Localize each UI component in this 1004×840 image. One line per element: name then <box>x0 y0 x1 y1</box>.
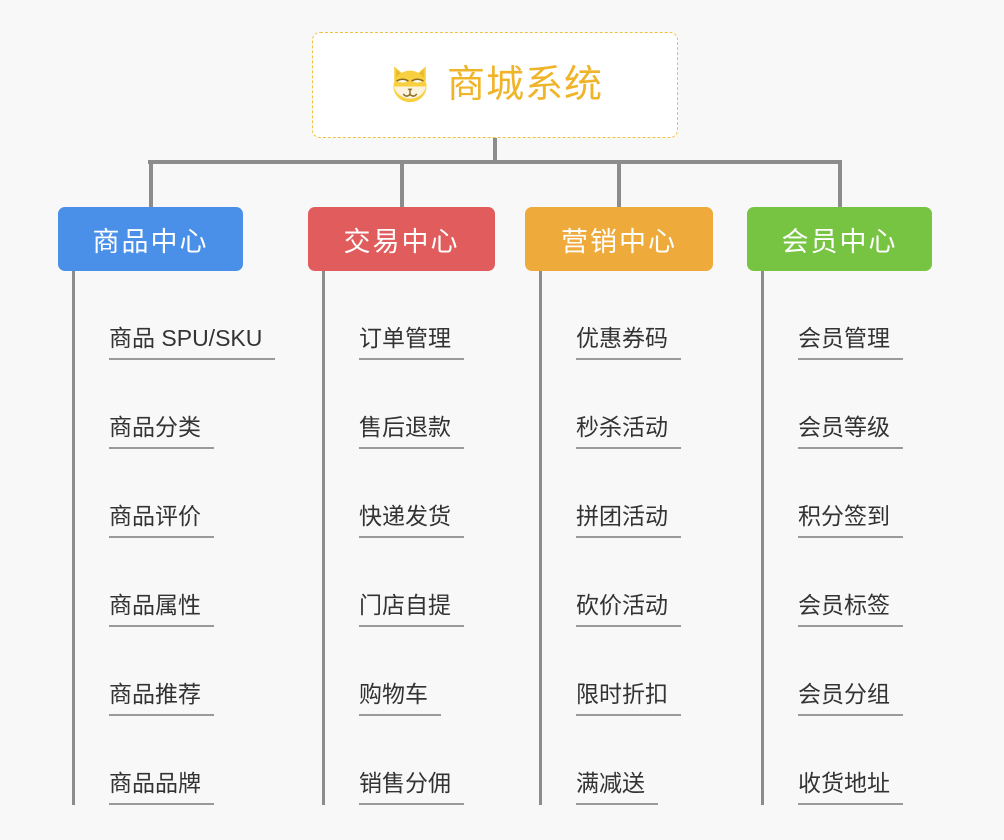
category-label: 商品中心 <box>92 226 209 257</box>
root-title: 商城系统 <box>446 64 603 106</box>
leaf-item-label: 商品推荐 <box>109 681 214 716</box>
leaf-item[interactable]: 拼团活动 <box>539 449 681 538</box>
leaf-spine <box>761 271 764 805</box>
leaf-item[interactable]: 售后退款 <box>322 360 464 449</box>
category-label: 会员中心 <box>781 226 898 257</box>
leaf-item[interactable]: 商品分类 <box>72 360 275 449</box>
leaf-item[interactable]: 门店自提 <box>322 538 464 627</box>
shiba-dog-icon <box>393 66 427 103</box>
leaf-item-label: 优惠券码 <box>576 325 681 360</box>
leaf-column-3: 优惠券码秒杀活动拼团活动砍价活动限时折扣满减送 <box>539 271 681 805</box>
leaf-item-label: 订单管理 <box>359 325 464 360</box>
leaf-item[interactable]: 满减送 <box>539 716 681 805</box>
category-label: 交易中心 <box>343 226 460 257</box>
leaf-item[interactable]: 会员标签 <box>761 538 903 627</box>
connector-drop-2 <box>399 160 404 207</box>
root-node[interactable]: 商城系统 <box>312 32 678 138</box>
leaf-spine <box>539 271 542 805</box>
leaf-item-label: 秒杀活动 <box>576 414 681 449</box>
leaf-item[interactable]: 销售分佣 <box>322 716 464 805</box>
leaf-item-label: 限时折扣 <box>576 681 681 716</box>
leaf-item-label: 购物车 <box>359 681 441 716</box>
leaf-column-2: 订单管理售后退款快递发货门店自提购物车销售分佣 <box>322 271 464 805</box>
leaf-item-label: 商品 SPU/SKU <box>109 325 276 360</box>
leaf-item-label: 门店自提 <box>359 592 464 627</box>
leaf-item[interactable]: 优惠券码 <box>539 271 681 360</box>
leaf-item-label: 砍价活动 <box>576 592 681 627</box>
leaf-item-label: 满减送 <box>576 770 658 805</box>
leaf-item[interactable]: 商品品牌 <box>72 716 275 805</box>
category-box-3[interactable]: 营销中心 <box>525 207 713 271</box>
leaf-item-label: 商品评价 <box>109 503 214 538</box>
leaf-item-label: 会员等级 <box>798 414 903 449</box>
leaf-item[interactable]: 商品推荐 <box>72 627 275 716</box>
connector-drop-4 <box>837 160 842 207</box>
leaf-item[interactable]: 快递发货 <box>322 449 464 538</box>
leaf-item-label: 会员标签 <box>798 592 903 627</box>
category-box-2[interactable]: 交易中心 <box>308 207 495 271</box>
leaf-item[interactable]: 限时折扣 <box>539 627 681 716</box>
leaf-item-label: 售后退款 <box>359 414 464 449</box>
leaf-column-4: 会员管理会员等级积分签到会员标签会员分组收货地址 <box>761 271 903 805</box>
leaf-item[interactable]: 会员等级 <box>761 360 903 449</box>
leaf-item-label: 商品属性 <box>109 592 214 627</box>
leaf-item-label: 商品分类 <box>109 414 214 449</box>
leaf-item-label: 会员管理 <box>798 325 903 360</box>
leaf-item[interactable]: 会员管理 <box>761 271 903 360</box>
category-box-1[interactable]: 商品中心 <box>58 207 243 271</box>
connector-root-stem <box>493 138 497 164</box>
leaf-item[interactable]: 收货地址 <box>761 716 903 805</box>
leaf-item-label: 拼团活动 <box>576 503 681 538</box>
leaf-item-label: 快递发货 <box>359 503 464 538</box>
leaf-item-label: 积分签到 <box>798 503 903 538</box>
leaf-item[interactable]: 商品 SPU/SKU <box>72 271 276 360</box>
leaf-item[interactable]: 会员分组 <box>761 627 903 716</box>
leaf-item[interactable]: 秒杀活动 <box>539 360 681 449</box>
leaf-item-label: 收货地址 <box>798 770 903 805</box>
category-label: 营销中心 <box>561 226 677 257</box>
connector-horizontal-bus <box>148 160 841 164</box>
leaf-column-1: 商品 SPU/SKU 商品分类商品评价商品属性商品推荐商品品牌 <box>72 271 276 805</box>
leaf-item[interactable]: 订单管理 <box>322 271 464 360</box>
leaf-item[interactable]: 商品评价 <box>72 449 275 538</box>
leaf-item[interactable]: 积分签到 <box>761 449 903 538</box>
leaf-item[interactable]: 砍价活动 <box>539 538 681 627</box>
leaf-item[interactable]: 商品属性 <box>72 538 275 627</box>
connector-drop-3 <box>617 160 621 207</box>
leaf-spine <box>72 271 75 805</box>
leaf-item-label: 商品品牌 <box>109 770 214 805</box>
connector-drop-1 <box>148 160 153 207</box>
leaf-spine <box>322 271 325 805</box>
leaf-item-label: 会员分组 <box>798 681 903 716</box>
leaf-item[interactable]: 购物车 <box>322 627 464 716</box>
leaf-item-label: 销售分佣 <box>359 770 464 805</box>
category-box-4[interactable]: 会员中心 <box>747 207 932 271</box>
